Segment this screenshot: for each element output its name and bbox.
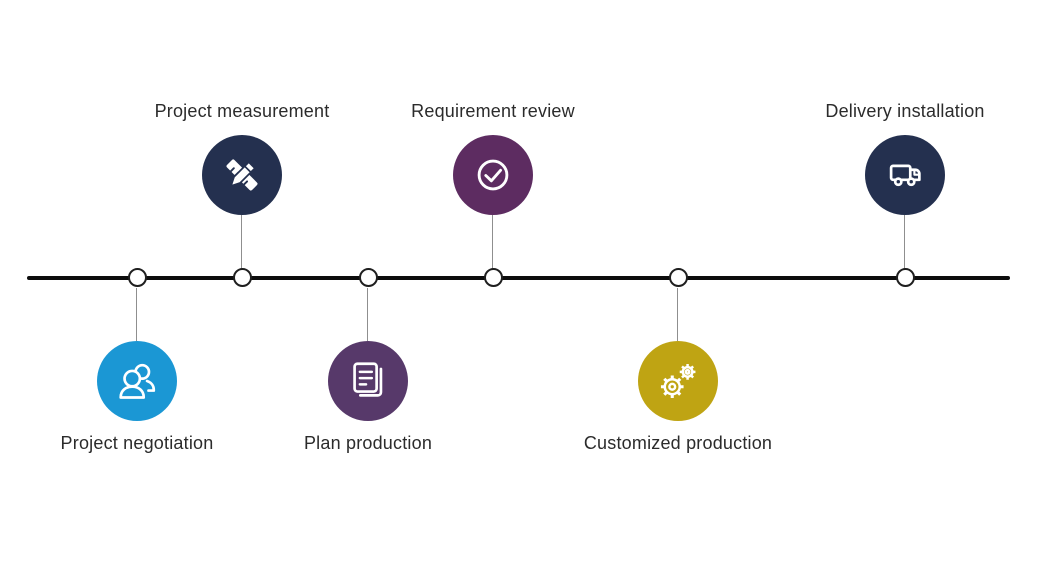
step-label: Plan production — [303, 433, 433, 453]
timeline-node-dot — [484, 268, 503, 287]
step-circle — [453, 135, 533, 215]
timeline-node-dot — [896, 268, 915, 287]
step-circle — [202, 135, 282, 215]
step-circle — [638, 341, 718, 421]
timeline-node-dot — [233, 268, 252, 287]
timeline-node-dot — [669, 268, 688, 287]
timeline-node-dot — [128, 268, 147, 287]
gears-icon — [660, 364, 696, 399]
people-icon — [119, 363, 156, 399]
step-label: Project measurement — [154, 101, 330, 121]
step-label: Requirement review — [411, 101, 575, 121]
document-icon — [353, 362, 383, 397]
connector-line — [904, 215, 905, 269]
timeline-line — [27, 276, 1010, 280]
timeline-node-dot — [359, 268, 378, 287]
step-circle — [328, 341, 408, 421]
connector-line — [492, 215, 493, 269]
step-label: Project negotiation — [60, 433, 214, 453]
connector-line — [136, 288, 137, 341]
step-circle — [97, 341, 177, 421]
step-label: Delivery installation — [825, 101, 985, 121]
ruler-pencil-icon — [226, 159, 258, 191]
check-circle-icon — [477, 159, 509, 191]
connector-line — [677, 288, 678, 341]
step-label: Customized production — [583, 433, 773, 453]
truck-icon — [889, 164, 921, 187]
connector-line — [367, 288, 368, 341]
connector-line — [241, 215, 242, 269]
step-circle — [865, 135, 945, 215]
